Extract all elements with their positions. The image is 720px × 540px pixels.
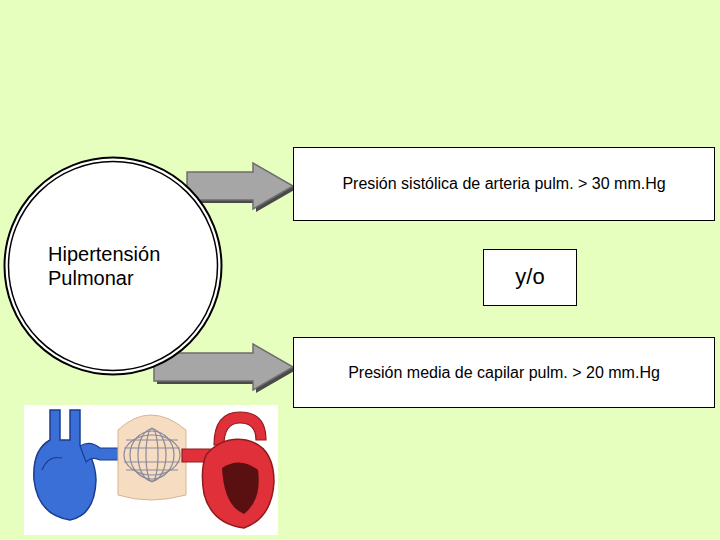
left-ventricle <box>222 462 259 514</box>
criterion-box: Presión media de capilar pulm. > 20 mm.H… <box>293 337 715 408</box>
node-label: y/o <box>515 264 544 290</box>
lung-capillaries <box>124 428 180 482</box>
criterion-box: Presión sistólica de arteria pulm. > 30 … <box>293 147 715 221</box>
heart-detail <box>42 458 62 471</box>
concept-circle: Hipertensión Pulmonar <box>3 156 223 376</box>
pulmonary-artery <box>80 443 122 462</box>
node-label: Presión media de capilar pulm. > 20 mm.H… <box>348 363 660 382</box>
node-label: Hipertensión Pulmonar <box>48 242 188 290</box>
outer-ring <box>5 158 222 375</box>
lung-tissue <box>118 415 186 500</box>
right-heart <box>34 410 96 520</box>
circle-outline <box>3 156 223 376</box>
inner-ring <box>9 162 218 371</box>
node-label: Presión sistólica de arteria pulm. > 30 … <box>342 174 665 193</box>
illustration-panel <box>24 405 278 535</box>
block-arrow <box>187 163 293 209</box>
connector-box: y/o <box>483 249 577 306</box>
left-heart <box>202 439 274 528</box>
